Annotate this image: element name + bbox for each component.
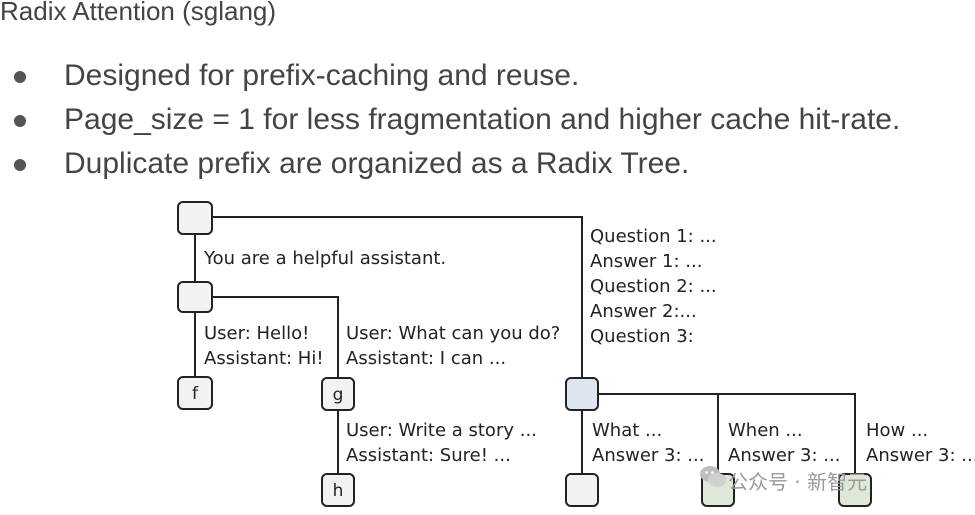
edge-root-qa: [212, 216, 583, 378]
bullet-dot: [14, 115, 26, 127]
bullet-list: Designed for prefix-caching and reuse. P…: [14, 54, 900, 186]
edge-label-qa-q2: Question 2: ...: [590, 276, 717, 297]
edge-label-qa-q3: Question 3:: [590, 326, 694, 347]
tree-node-system: [177, 281, 213, 313]
edge-label-system: You are a helpful assistant.: [204, 248, 447, 269]
edge-label-whatcan-user: User: What can you do?: [346, 323, 561, 344]
edge-label-story-assistant: Assistant: Sure! ...: [346, 445, 511, 466]
bullet-item: Duplicate prefix are organized as a Radi…: [14, 142, 900, 186]
tree-edges: [194, 216, 856, 474]
watermark-text: 公众号 · 新智元: [728, 470, 868, 494]
edge-label-qa-q1: Question 1: ...: [590, 226, 717, 247]
bullet-item: Designed for prefix-caching and reuse.: [14, 54, 900, 98]
edge-label-qa-a1: Answer 1: ...: [590, 251, 703, 272]
tree-node-f-label: f: [192, 384, 199, 404]
edge-label-when-a: Answer 3: ...: [728, 445, 841, 466]
edge-system-g: [212, 296, 339, 378]
tree-node-f: [177, 376, 213, 410]
edge-label-what-q: What ...: [592, 420, 663, 441]
page-title: Radix Attention (sglang): [0, 0, 277, 26]
tree-node-root: [177, 201, 213, 235]
bullet-dot: [14, 159, 26, 171]
tree-node-how: [838, 473, 872, 507]
wechat-icon: [700, 466, 726, 487]
edge-label-qa-a2: Answer 2:...: [590, 301, 697, 322]
tree-node-h-label: h: [333, 481, 344, 501]
bullet-dot: [14, 71, 26, 83]
edge-label-hello-user: User: Hello!: [204, 323, 310, 344]
tree-node-g-label: g: [333, 385, 344, 405]
bullet-item: Page_size = 1 for less fragmentation and…: [14, 98, 900, 142]
tree-node-g: [321, 377, 355, 411]
edge-label-whatcan-assistant: Assistant: I can ...: [346, 348, 507, 369]
edge-qa-how: [598, 393, 856, 474]
edge-label-how-a: Answer 3: ...: [866, 445, 975, 466]
tree-node-h: [321, 473, 355, 507]
edge-label-how-q: How ...: [866, 420, 929, 441]
edge-label-when-q: When ...: [728, 420, 803, 441]
edge-label-hello-assistant: Assistant: Hi!: [204, 348, 324, 369]
edge-label-story-user: User: Write a story ...: [346, 420, 537, 441]
edge-label-what-a: Answer 3: ...: [592, 445, 705, 466]
tree-node-what: [565, 473, 599, 507]
tree-node-qa: [565, 377, 599, 411]
